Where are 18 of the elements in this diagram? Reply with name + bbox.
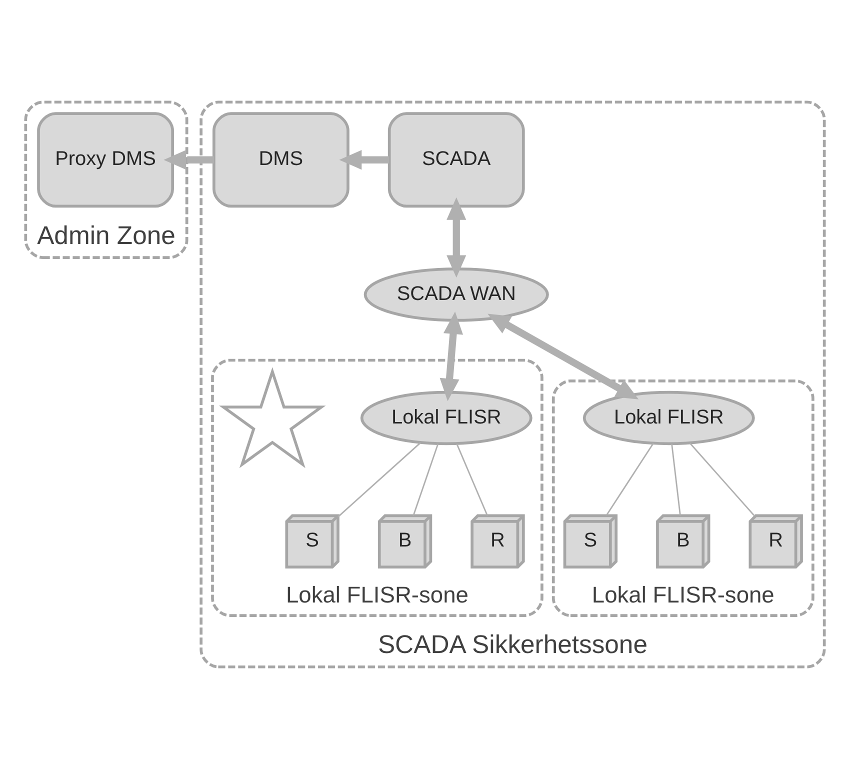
connector xyxy=(456,444,488,516)
connector xyxy=(689,442,755,516)
node-ellipse: Lokal FLISR xyxy=(582,390,755,446)
connector xyxy=(671,444,681,516)
arrow xyxy=(339,150,390,170)
node-box: SCADA xyxy=(388,112,525,208)
connector xyxy=(338,442,422,518)
node-star xyxy=(219,367,326,468)
arrow xyxy=(488,314,639,400)
node-box: Proxy DMS xyxy=(37,112,174,208)
arrow xyxy=(440,312,464,402)
connector xyxy=(412,444,439,516)
node-ellipse: SCADA WAN xyxy=(364,268,549,322)
node-ellipse: Lokal FLISR xyxy=(360,390,532,446)
node-box: DMS xyxy=(212,112,350,208)
connector xyxy=(606,442,654,516)
arrow xyxy=(164,150,214,170)
arrow xyxy=(446,197,466,278)
